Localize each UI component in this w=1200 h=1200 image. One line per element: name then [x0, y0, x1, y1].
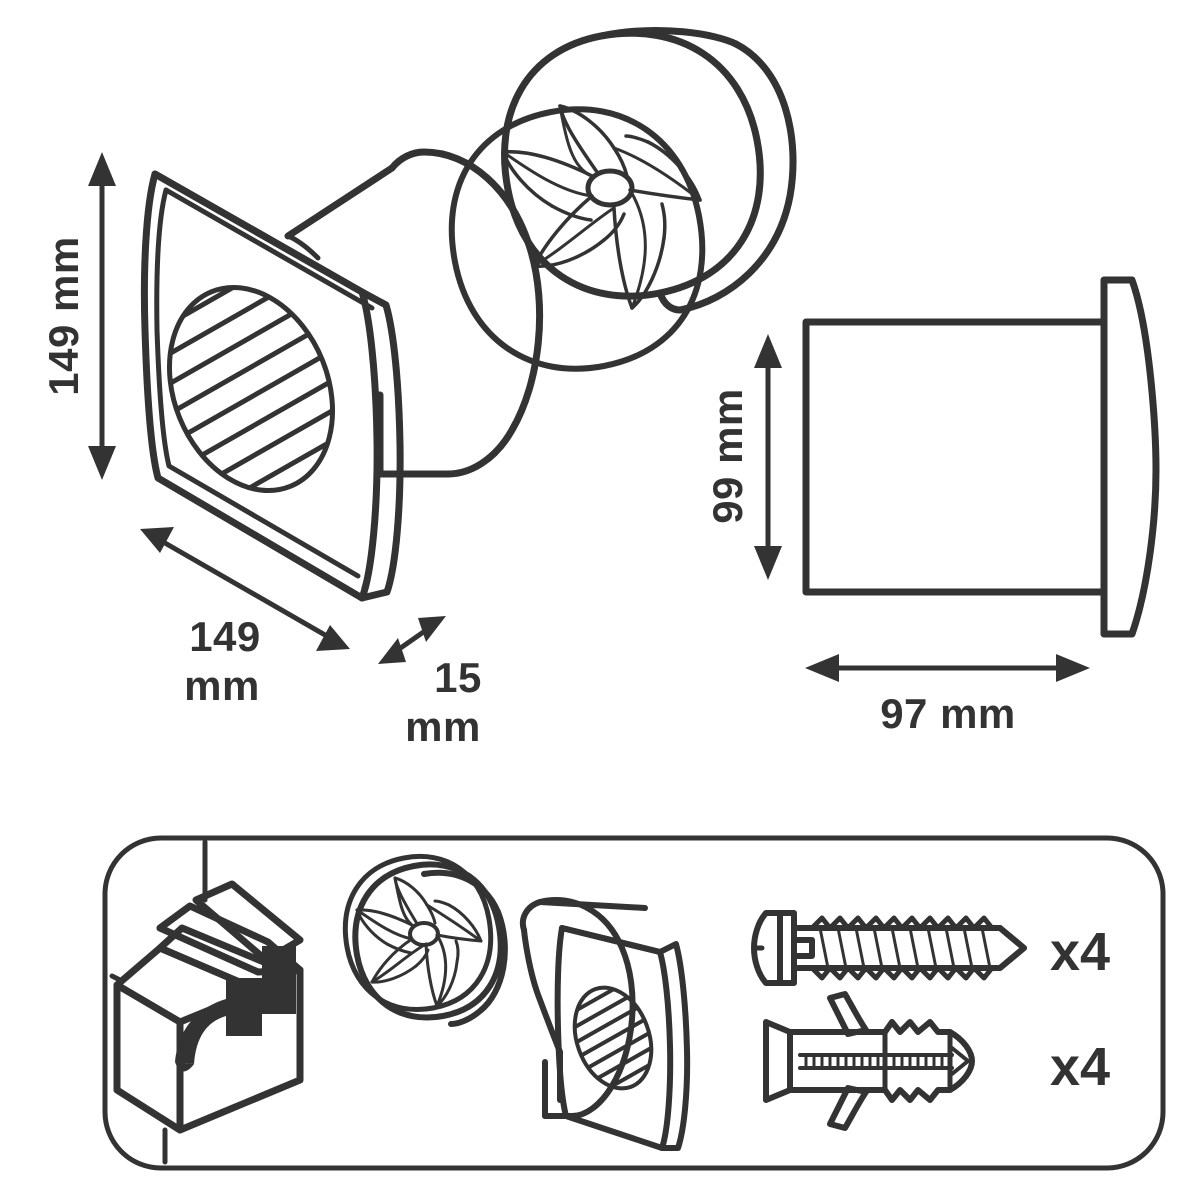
dimension-width-side: 97 mm [805, 654, 1090, 737]
label-depth-front-value: 15 [434, 654, 482, 701]
fan-blade-icon [448, 27, 797, 372]
label-height-side: 99 mm [704, 388, 751, 524]
grille-outline [166, 284, 336, 494]
open-box-icon [109, 839, 304, 1165]
fan-faceplate-icon [140, 170, 404, 602]
contents-panel: x4 [102, 835, 1166, 1171]
label-width-side: 97 mm [880, 690, 1016, 737]
plug-quantity-label: x4 [1050, 1037, 1110, 1097]
wall-plug-icon [763, 991, 975, 1131]
label-width-front-unit: mm [184, 662, 260, 709]
dimension-height-front: 149 mm [40, 152, 116, 480]
dimension-depth-front: 15 mm [378, 616, 482, 750]
fan-assembly-icon [342, 854, 691, 1151]
screw-quantity-label: x4 [1050, 922, 1110, 982]
dimension-height-side: 99 mm [704, 334, 782, 580]
faceplate-small-icon [554, 925, 691, 1151]
screw-icon [751, 910, 1027, 986]
label-width-front-value: 149 [189, 613, 261, 660]
dimensions-panel: 149 mm 149 mm 15 mm [40, 27, 1160, 750]
contents-frame [102, 835, 1166, 1171]
label-height-front: 149 mm [40, 236, 87, 395]
duct-cone-icon [284, 148, 544, 478]
label-depth-front-unit: mm [405, 703, 481, 750]
dimension-width-front: 149 mm [140, 527, 350, 709]
fan-side-profile-icon [802, 276, 1160, 638]
